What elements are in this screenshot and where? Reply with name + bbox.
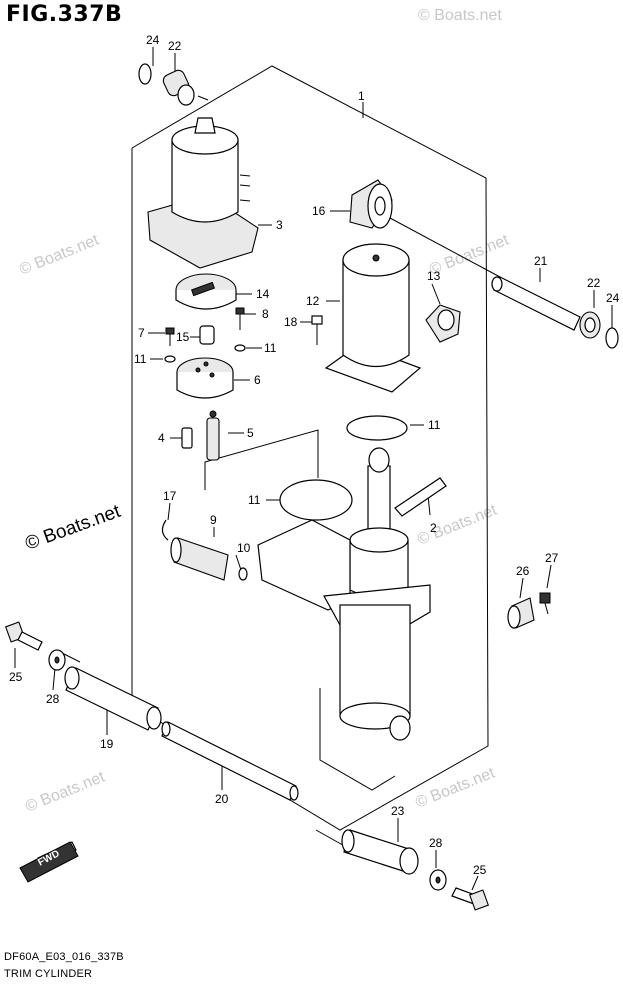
plug-4 (181, 427, 193, 449)
callout-20: 20 (215, 792, 229, 806)
watermark: © Boats.net (17, 231, 102, 278)
leader-lines (14, 47, 613, 891)
trim-motor-3 (147, 117, 259, 269)
assembly-axes (59, 95, 501, 849)
callout-3: 3 (276, 218, 283, 232)
callout-25: 25 (473, 863, 487, 877)
callout-12: 12 (306, 294, 320, 308)
reservoir-12 (324, 243, 422, 393)
trim-cylinder-body (257, 519, 431, 741)
callout-9: 9 (210, 513, 217, 527)
watermark: © Boats.net (418, 7, 502, 24)
callout-11: 11 (248, 493, 261, 507)
callout-5: 5 (247, 426, 254, 440)
callout-21: 21 (534, 254, 548, 268)
bushing-22-top (138, 63, 195, 106)
callout-28: 28 (46, 692, 60, 706)
callout-15: 15 (176, 330, 190, 344)
callout-11: 11 (428, 418, 441, 432)
callout-16: 16 (312, 204, 326, 218)
callout-14: 14 (256, 287, 270, 301)
callout-2: 2 (430, 521, 437, 535)
callout-22: 22 (587, 276, 601, 290)
screw-8 (235, 307, 245, 330)
o-ring-11-large (279, 415, 408, 521)
callout-1: 1 (358, 89, 365, 103)
bushing-16 (349, 179, 393, 229)
fwd-arrow-icon: FWD (19, 841, 79, 883)
pin-21 (491, 276, 581, 331)
callouts: 1 2 3 4 5 6 7 8 9 10 11 11 11 11 12 13 1… (9, 33, 620, 877)
sub-bracket (319, 688, 396, 791)
callout-8: 8 (262, 307, 269, 321)
callout-27: 27 (545, 551, 559, 565)
callout-26: 26 (516, 564, 530, 578)
sub-bracket (204, 429, 319, 490)
bushing-22-right (579, 311, 601, 339)
washer-28-right (429, 869, 447, 891)
rod-2 (394, 477, 447, 517)
valve-15 (199, 325, 215, 345)
valve-9 (170, 537, 229, 581)
circlip-17 (161, 519, 169, 541)
bolt-25-right (451, 887, 490, 911)
callout-13: 13 (427, 269, 441, 283)
callout-19: 19 (100, 737, 114, 751)
watermark: © Boats.net (413, 764, 498, 811)
callout-10: 10 (237, 541, 251, 555)
watermark: © Boats.net (23, 768, 108, 815)
bushing-23 (341, 829, 419, 875)
callout-17: 17 (163, 489, 177, 503)
circlip-24-right (605, 327, 619, 349)
figure-title: FIG.337B (6, 2, 123, 27)
o-ring-11-small (164, 344, 246, 363)
callout-24: 24 (606, 291, 620, 305)
callout-22: 22 (168, 39, 182, 53)
screw-18 (311, 315, 323, 345)
bushing-26 (507, 597, 535, 629)
bolt-27 (539, 592, 551, 615)
washer-28-left (48, 649, 66, 671)
callout-7: 7 (138, 326, 145, 340)
callout-25: 25 (9, 670, 23, 684)
screw-7 (165, 327, 175, 346)
pin-20 (161, 721, 299, 801)
callout-24: 24 (146, 33, 160, 47)
bushing-19 (64, 666, 162, 731)
manifold-14 (175, 273, 237, 310)
o-ring-10 (238, 567, 248, 581)
fitting-13 (425, 304, 461, 343)
bolt-25-left (4, 621, 43, 651)
figure-name: TRIM CYLINDER (4, 968, 93, 980)
valve-body-6 (176, 357, 234, 399)
watermark-main: © Boats.net (23, 501, 124, 555)
figure-code: DF60A_E03_016_337B (4, 951, 124, 963)
callout-28: 28 (429, 836, 443, 850)
callout-23: 23 (391, 804, 405, 818)
callout-6: 6 (254, 373, 261, 387)
relief-valve-5 (206, 410, 220, 461)
callout-11: 11 (264, 341, 277, 355)
piston-rod (349, 447, 409, 599)
callout-18: 18 (284, 315, 298, 329)
callout-11: 11 (134, 352, 147, 366)
callout-4: 4 (158, 431, 165, 445)
